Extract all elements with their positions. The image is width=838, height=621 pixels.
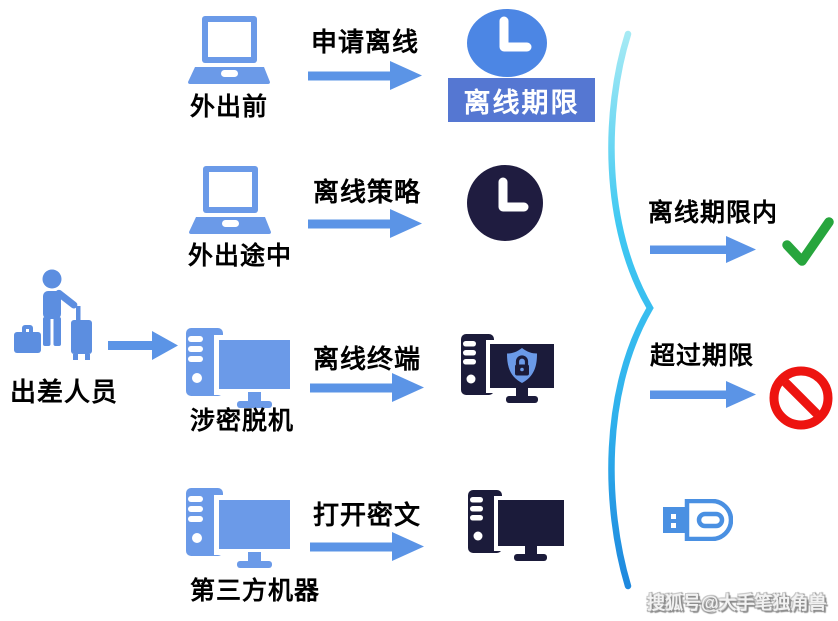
clock-dark-icon [467, 165, 543, 241]
row2-action-label: 离线策略 [313, 177, 422, 207]
row1-target-label: 离线期限 [463, 87, 580, 118]
row1-action-label: 申请离线 [311, 27, 420, 57]
row3-arrow-right-icon [310, 373, 424, 402]
watermark-text: 搜狐号@大手笔独角兽 [647, 593, 827, 613]
locked-terminal-icon [461, 334, 555, 403]
prohibition-icon [769, 366, 833, 430]
desktop-computer-icon [186, 488, 292, 568]
row2-arrow-right-icon [308, 209, 422, 238]
row1-source-label: 外出前 [190, 93, 269, 121]
check-icon [782, 217, 834, 266]
row4-arrow-right-icon [310, 532, 424, 561]
outcome-allowed-label: 离线期限内 [648, 199, 779, 227]
curly-brace [608, 30, 654, 590]
row4-action-label: 打开密文 [313, 500, 422, 530]
outcome-blocked-arrow-right-icon [650, 381, 756, 408]
row2-source-label: 外出途中 [188, 242, 293, 270]
outcome-blocked-label: 超过期限 [650, 342, 755, 370]
row1-arrow-right-icon [308, 61, 422, 90]
laptop-icon [189, 166, 271, 234]
clock-blue-icon [467, 9, 547, 77]
usb-drive-icon [663, 499, 733, 541]
actor-arrow-right-icon [108, 331, 178, 360]
row4-source-label: 第三方机器 [190, 577, 321, 605]
actor-label: 出差人员 [10, 377, 119, 407]
dark-terminal-icon [468, 490, 566, 561]
traveler-icon [14, 269, 92, 360]
laptop-icon [188, 16, 270, 84]
row3-action-label: 离线终端 [313, 344, 422, 374]
row3-source-label: 涉密脱机 [190, 407, 295, 435]
offline-period-badge: 离线期限 [448, 78, 595, 122]
desktop-computer-icon [186, 328, 292, 408]
outcome-allowed-arrow-right-icon [650, 236, 756, 263]
